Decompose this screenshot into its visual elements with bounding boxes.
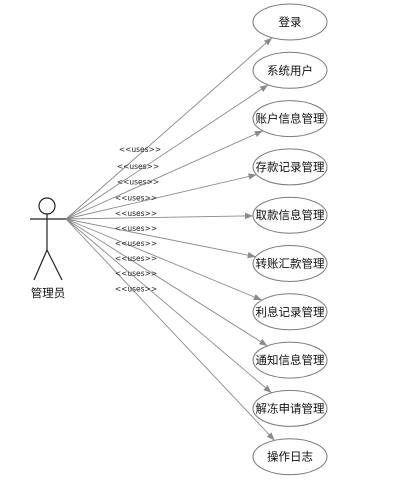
use-case-node[interactable]: 通知信息管理 [252,341,328,379]
association-lines [65,37,275,441]
uses-stereotype-label: <<uses>> [115,239,157,248]
use-case-node[interactable]: 存款记录管理 [252,148,328,186]
use-cases: 登录系统用户账户信息管理存款记录管理取款信息管理转账汇款管理利息记录管理通知信息… [252,3,328,476]
association-line [65,218,268,347]
actor-label: 管理员 [31,286,66,300]
use-case-label: 操作日志 [267,450,313,464]
use-case-label: 取款信息管理 [256,208,325,222]
uses-stereotype-label: <<uses>> [117,178,159,187]
use-case-node[interactable]: 解冻申请管理 [252,389,328,427]
use-case-node[interactable]: 系统用户 [252,51,328,89]
use-case-ellipse [252,196,328,234]
use-case-label: 账户信息管理 [256,112,325,126]
arrow-head [248,173,257,180]
arrow-head [254,130,263,137]
use-case-label: 存款记录管理 [256,160,325,174]
association-line [65,215,254,220]
actor-head [38,197,56,215]
use-case-ellipse [252,100,328,138]
arrow-head [263,37,273,46]
arrow-head [259,84,269,92]
use-case-ellipse [252,148,328,186]
uses-stereotype-label: <<uses>> [115,194,157,203]
use-case-label: 利息记录管理 [256,305,325,319]
use-case-ellipse [252,3,328,41]
uses-stereotype-label: <<uses>> [115,284,157,293]
association-line [65,218,263,301]
association-line [65,218,272,394]
arrow-head [266,432,275,441]
uses-stereotype-label: <<uses>> [115,224,157,233]
use-case-label: 登录 [279,15,302,29]
use-case-label: 系统用户 [267,63,313,77]
actor-right-leg [46,249,63,281]
use-case-label: 转账汇款管理 [256,257,325,271]
use-case-label: 解冻申请管理 [256,401,325,415]
arrow-head [244,212,254,220]
actor-left-leg [33,249,48,281]
use-case-node[interactable]: 登录 [252,3,328,41]
use-case-node[interactable]: 取款信息管理 [252,196,328,234]
actor-administrator: 管理员 [30,197,66,300]
use-case-ellipse [252,245,328,282]
uses-stereotype-label: <<uses>> [115,269,157,278]
arrow-head [247,251,256,259]
arrow-head [258,338,268,346]
use-case-node[interactable]: 账户信息管理 [252,100,328,138]
uses-stereotype-label: <<uses>> [119,145,161,154]
use-case-ellipse [252,51,328,89]
uses-stereotype-label: <<uses>> [115,209,157,218]
association-line [65,130,263,220]
association-line [65,218,275,441]
association-line [65,84,269,220]
stereotype-labels: <<uses>> <<uses>> <<uses>> <<uses>> <<uses>>… [115,145,161,293]
use-case-ellipse [252,438,328,476]
arrow-head [263,385,272,393]
use-case-node[interactable]: 转账汇款管理 [252,245,328,282]
use-case-node[interactable]: 操作日志 [252,438,328,476]
use-case-ellipse [252,293,328,331]
use-case-label: 通知信息管理 [256,353,325,367]
association-line [65,218,256,258]
uses-stereotype-label: <<uses>> [117,162,159,171]
uses-stereotype-label: <<uses>> [115,254,157,263]
use-case-ellipse [252,389,328,427]
arrow-head [253,294,262,301]
use-case-ellipse [252,341,328,379]
use-case-node[interactable]: 利息记录管理 [252,293,328,331]
association-line [65,37,273,220]
association-line [65,174,257,220]
